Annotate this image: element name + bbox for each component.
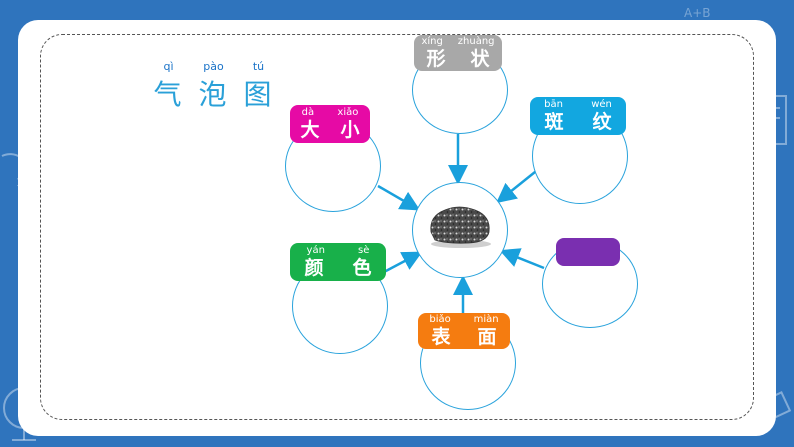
rock-image-icon bbox=[430, 206, 491, 248]
arrow-blank bbox=[499, 248, 545, 270]
arrow-spots bbox=[496, 167, 541, 204]
arrow-color bbox=[383, 251, 423, 274]
page-title: qì pào tú 气 泡 图 bbox=[146, 60, 281, 113]
dashed-frame bbox=[40, 34, 754, 420]
content-card bbox=[18, 20, 776, 436]
title-hanzi: 气 泡 图 bbox=[153, 78, 274, 111]
math-doodle: A+B bbox=[684, 6, 711, 20]
label-blank bbox=[556, 238, 620, 266]
arrow-size bbox=[377, 184, 421, 211]
title-pinyin: qì pào tú bbox=[163, 60, 265, 73]
